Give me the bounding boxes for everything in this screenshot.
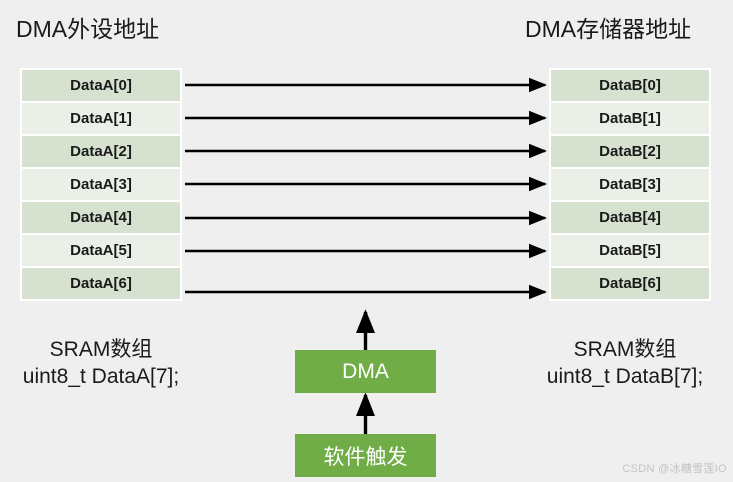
table-row: DataA[0] xyxy=(22,70,180,101)
right-sram-caption-line2: uint8_t DataB[7]; xyxy=(546,365,704,388)
software-trigger-box: 软件触发 xyxy=(295,434,436,477)
right-sram-caption: SRAM数组 uint8_t DataB[7]; xyxy=(510,336,733,390)
table-row: DataA[5] xyxy=(22,235,180,266)
peripheral-address-title: DMA外设地址 xyxy=(16,16,160,42)
dma-box: DMA xyxy=(295,350,436,393)
table-row: DataB[1] xyxy=(551,103,709,134)
table-row: DataA[3] xyxy=(22,169,180,200)
dma-peripheral-address-table: DataA[0] DataA[1] DataA[2] DataA[3] Data… xyxy=(20,68,182,301)
table-row: DataA[1] xyxy=(22,103,180,134)
table-row: DataB[5] xyxy=(551,235,709,266)
table-row: DataA[2] xyxy=(22,136,180,167)
table-row: DataB[6] xyxy=(551,268,709,299)
memory-address-title: DMA存储器地址 xyxy=(525,16,692,42)
dma-memory-address-table: DataB[0] DataB[1] DataB[2] DataB[3] Data… xyxy=(549,68,711,301)
table-row: DataB[3] xyxy=(551,169,709,200)
left-sram-caption-line1: SRAM数组 xyxy=(49,338,153,361)
left-sram-caption: SRAM数组 uint8_t DataA[7]; xyxy=(0,336,216,390)
right-sram-caption-line1: SRAM数组 xyxy=(573,338,677,361)
table-row: DataA[6] xyxy=(22,268,180,299)
table-row: DataA[4] xyxy=(22,202,180,233)
table-row: DataB[0] xyxy=(551,70,709,101)
table-row: DataB[2] xyxy=(551,136,709,167)
csdn-watermark: CSDN @冰糖雪莲IO xyxy=(622,463,727,475)
table-row: DataB[4] xyxy=(551,202,709,233)
data-transfer-arrow-group xyxy=(185,77,548,300)
left-sram-caption-line2: uint8_t DataA[7]; xyxy=(22,365,180,388)
